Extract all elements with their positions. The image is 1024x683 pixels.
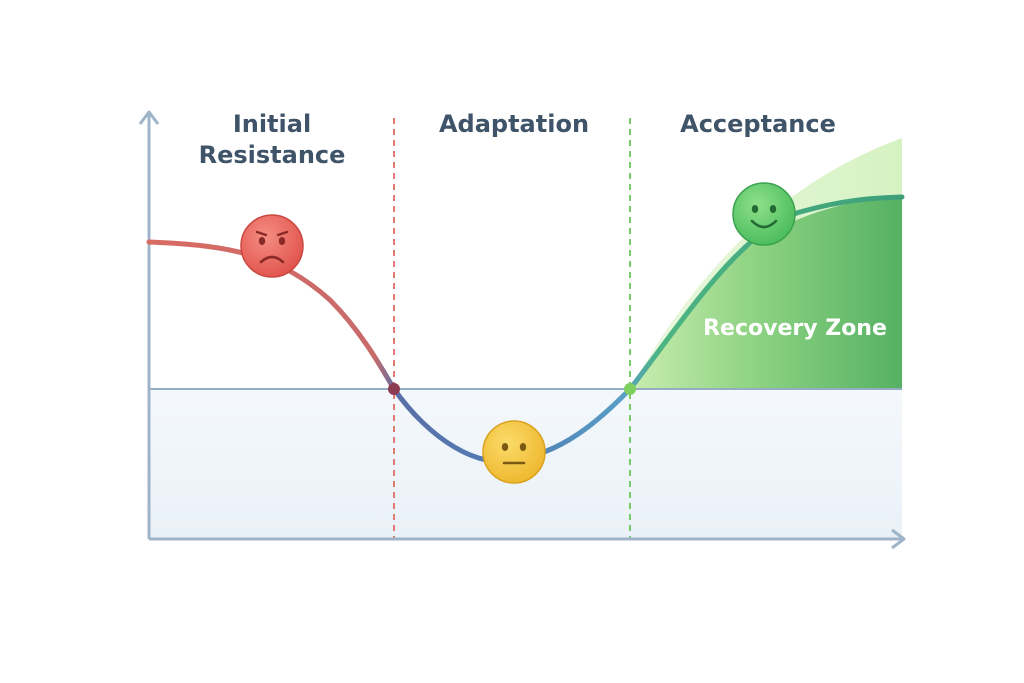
x-axis-arrow: [891, 528, 906, 550]
phase-label-initial-line2: Resistance: [199, 141, 346, 169]
recovery-zone-area: [630, 196, 902, 389]
happy-face-icon: [732, 182, 796, 246]
phase-label-acceptance: Acceptance: [680, 110, 836, 138]
neutral-face-icon: [482, 420, 546, 484]
junction-dot-resistance: [388, 383, 400, 395]
recovery-zone-label: Recovery Zone: [703, 316, 887, 341]
sad-face-icon: [240, 214, 304, 278]
y-axis-arrow: [138, 110, 160, 125]
junction-dot-acceptance: [624, 383, 636, 395]
phase-label-initial-line1: Initial: [233, 110, 311, 138]
phase-label-adaptation: Adaptation: [439, 110, 589, 138]
